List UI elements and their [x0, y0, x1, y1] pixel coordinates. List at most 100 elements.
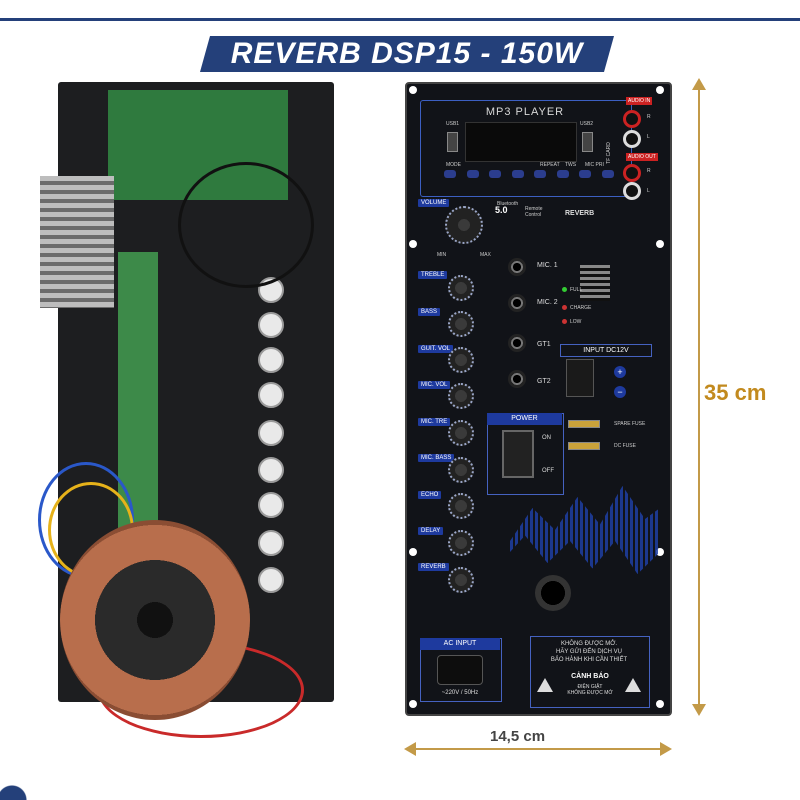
minus-icon: − — [614, 386, 626, 398]
reverb-label: REVERB — [418, 563, 449, 571]
top-divider-line — [0, 18, 800, 21]
repeat-label: REPEAT — [540, 162, 560, 168]
corner-logo — [0, 772, 60, 800]
height-dimension-line — [698, 84, 700, 709]
gt2-jack[interactable] — [508, 370, 526, 388]
power-label: POWER — [487, 413, 562, 425]
warning-subtext: ĐIỆN GIẬT KHÔNG ĐƯỢC MỞ — [567, 684, 613, 696]
capacitor — [258, 567, 284, 593]
mount-hole — [409, 548, 417, 556]
guit-vol-knob[interactable] — [448, 347, 474, 373]
gt2-label: GT2 — [537, 378, 551, 385]
capacitor — [258, 492, 284, 518]
warning-section — [530, 636, 650, 708]
mic-bass-label: MIC. BASS — [418, 454, 455, 462]
volume-label: VOLUME — [418, 199, 450, 207]
bass-label: BASS — [418, 308, 441, 316]
mic-pri-label: MIC PRI — [585, 162, 604, 168]
heatsink — [40, 176, 114, 308]
bass-knob[interactable] — [448, 311, 474, 337]
tf-card-label: TF CARD — [605, 142, 612, 164]
reverb-knob[interactable] — [448, 567, 474, 593]
usb2-label: USB2 — [580, 121, 594, 127]
tws-label: TWS — [565, 162, 577, 168]
audio-in-r-jack[interactable] — [623, 110, 641, 128]
ac-voltage-label: ~220V / 50Hz — [441, 690, 479, 696]
bluetooth-label: Bluetooth — [497, 201, 519, 207]
height-label: 35 cm — [704, 380, 767, 405]
gt1-label: GT1 — [537, 341, 551, 348]
audio-out-r-label: R — [647, 168, 651, 174]
arrow-down-icon — [692, 704, 706, 716]
mp3-player-module — [420, 100, 632, 197]
battery-led-bar — [580, 265, 610, 301]
spare-fuse-label: SPARE FUSE — [614, 421, 646, 427]
audio-out-l-jack[interactable] — [623, 182, 641, 200]
full-label: FULL — [570, 287, 583, 293]
audio-out-r-jack[interactable] — [623, 164, 641, 182]
warning-triangle-icon — [625, 678, 641, 692]
audio-in-l-jack[interactable] — [623, 130, 641, 148]
next-button[interactable] — [511, 170, 524, 178]
mic2-jack[interactable] — [508, 294, 526, 312]
echo-label: ECHO — [418, 491, 442, 499]
mic-tre-label: MIC. TRE — [418, 418, 451, 426]
mode-label: MODE — [446, 162, 461, 168]
audio-in-r-label: R — [647, 114, 651, 120]
mp3-button-row — [444, 170, 614, 178]
toroidal-transformer — [60, 520, 250, 720]
play-pause-button[interactable] — [534, 170, 547, 178]
dc-fuse[interactable] — [568, 442, 600, 450]
repeat-button[interactable] — [556, 170, 569, 178]
mic-vol-knob[interactable] — [448, 383, 474, 409]
width-label: 14,5 cm — [490, 728, 546, 745]
power-switch[interactable] — [502, 430, 534, 478]
mount-hole — [656, 548, 664, 556]
dc-input-terminal[interactable] — [566, 359, 594, 397]
ac-socket[interactable] — [437, 655, 483, 685]
capacitor — [258, 382, 284, 408]
mode-button[interactable] — [444, 170, 456, 178]
spare-fuse[interactable] — [568, 420, 600, 428]
eq-button[interactable] — [466, 170, 479, 178]
audio-out-l-label: L — [647, 188, 650, 194]
volume-knob[interactable] — [445, 206, 483, 244]
mount-hole — [409, 86, 417, 94]
volume-min-label: MIN — [437, 252, 447, 258]
delay-label: DELAY — [418, 527, 444, 535]
mp3-player-title: MP3 PLAYER — [485, 106, 565, 118]
prev-button[interactable] — [489, 170, 502, 178]
guit-vol-label: GUIT. VOL — [418, 345, 454, 353]
capacitor — [258, 457, 284, 483]
bluetooth-version: 5.0 — [495, 205, 508, 215]
dc-fuse-label: DC FUSE — [614, 443, 636, 449]
usb-port-1[interactable] — [447, 132, 458, 152]
arrow-up-icon — [692, 78, 706, 90]
echo-knob[interactable] — [448, 493, 474, 519]
delay-knob[interactable] — [448, 530, 474, 556]
brand-logo-text: REVERB — [565, 210, 595, 217]
black-wire — [178, 162, 314, 288]
treble-knob[interactable] — [448, 275, 474, 301]
plus-icon: + — [614, 366, 626, 378]
mic-vol-label: MIC. VOL — [418, 381, 451, 389]
mount-hole — [656, 86, 664, 94]
tws-button[interactable] — [579, 170, 592, 178]
capacitor — [258, 347, 284, 373]
input-dc-label: INPUT DC12V — [560, 344, 652, 357]
mic-tre-knob[interactable] — [448, 420, 474, 446]
on-label: ON — [542, 435, 551, 441]
mic-pri-button[interactable] — [601, 170, 614, 178]
audio-in-label: AUDIO IN — [626, 97, 653, 105]
charge-led — [562, 305, 567, 310]
mic-bass-knob[interactable] — [448, 457, 474, 483]
arrow-left-icon — [404, 742, 416, 756]
mount-hole — [409, 240, 417, 248]
warning-title: CẢNH BÁO — [571, 673, 609, 680]
audio-out-label: AUDIO OUT — [626, 153, 658, 161]
gt1-jack[interactable] — [508, 334, 526, 352]
mic1-jack[interactable] — [508, 258, 526, 276]
treble-label: TREBLE — [418, 271, 448, 279]
title-banner — [200, 36, 614, 72]
usb-port-2[interactable] — [582, 132, 593, 152]
